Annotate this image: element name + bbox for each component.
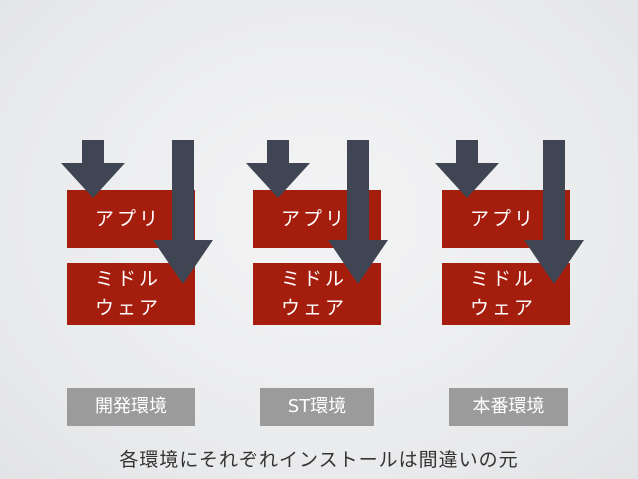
arrow-down-icon: [61, 140, 125, 198]
middleware-label-line1: ミドル: [281, 268, 348, 290]
middleware-label-line2: ウェア: [95, 297, 162, 319]
env-label-prod: 本番環境: [449, 388, 568, 426]
middleware-label-line2: ウェア: [470, 297, 537, 319]
arrow-down-icon: [153, 140, 213, 284]
env-label-st: ST環境: [260, 388, 374, 426]
arrow-down-icon: [246, 140, 310, 198]
middleware-layer-box-dev: ミドル ウェア: [67, 263, 195, 325]
middleware-label-line1: ミドル: [470, 268, 537, 290]
app-layer-label: アプリ: [281, 208, 348, 230]
middleware-layer-box-st: ミドル ウェア: [253, 263, 381, 325]
middleware-label-line1: ミドル: [95, 268, 162, 290]
arrow-down-icon: [328, 140, 388, 284]
middleware-label-line2: ウェア: [281, 297, 348, 319]
app-layer-label: アプリ: [95, 208, 162, 230]
caption: 各環境にそれぞれインストールは間違いの元: [119, 449, 519, 471]
arrow-down-icon: [435, 140, 499, 198]
arrow-down-icon: [524, 140, 584, 284]
env-label-dev: 開発環境: [67, 388, 195, 426]
app-layer-label: アプリ: [470, 208, 537, 230]
